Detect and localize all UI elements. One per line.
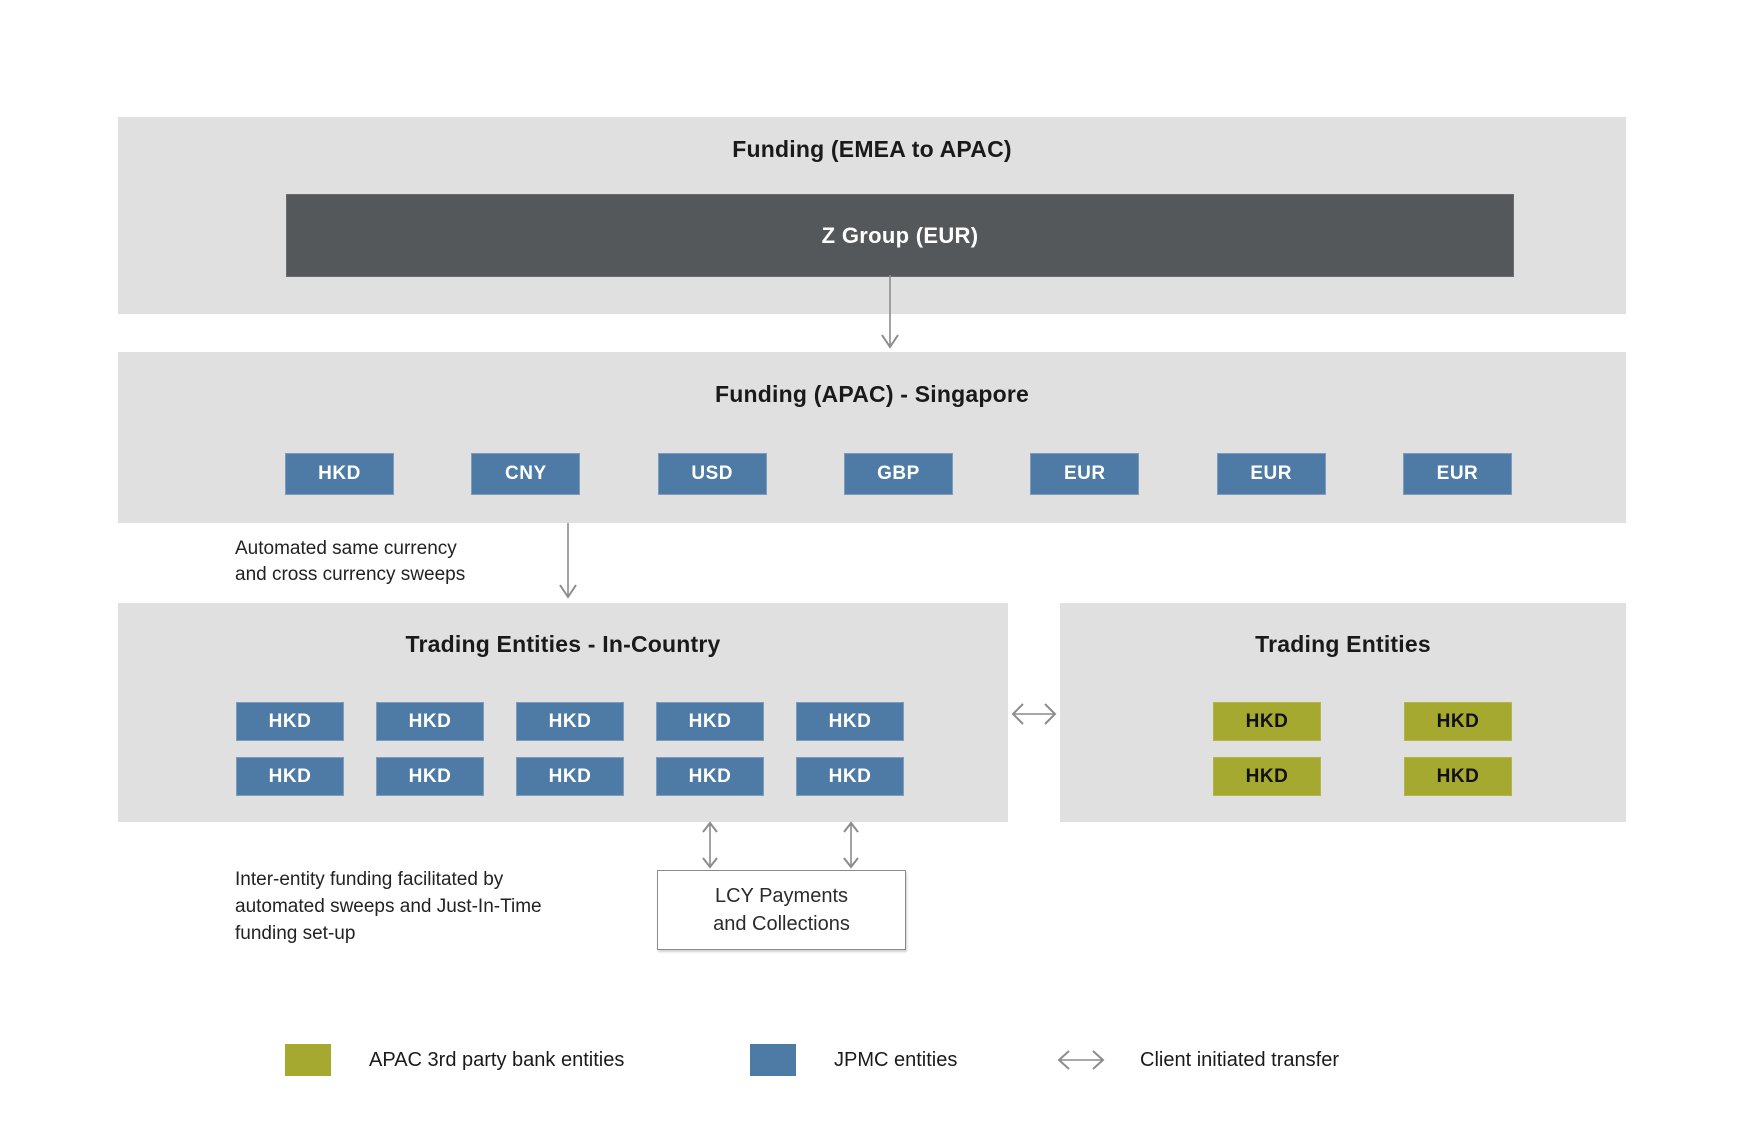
down-arrow-icon	[559, 523, 577, 599]
legend-jpmc-swatch	[750, 1044, 796, 1076]
currency-box-hkd: HKD	[1404, 702, 1512, 741]
lcy-payments-box: LCY Payments and Collections	[657, 870, 906, 950]
in-country-row-2: HKD HKD HKD HKD HKD	[236, 757, 904, 796]
currency-box-hkd: HKD	[516, 702, 624, 741]
panel-trading-entities: Trading Entities HKD HKD HKD HKD	[1060, 603, 1626, 822]
currency-box-hkd: HKD	[376, 757, 484, 796]
currency-box-hkd: HKD	[285, 453, 394, 495]
inter-entity-note-line3: funding set-up	[235, 923, 356, 944]
horizontal-double-arrow-icon	[1011, 703, 1057, 725]
currency-box-hkd: HKD	[796, 702, 904, 741]
z-group-box: Z Group (EUR)	[286, 194, 1514, 277]
vertical-double-arrow-icon	[702, 821, 718, 869]
currency-box-cny: CNY	[471, 453, 581, 495]
legend-jpmc-label: JPMC entities	[834, 1049, 958, 1071]
down-arrow-icon	[881, 275, 899, 349]
inter-entity-note-line1: Inter-entity funding facilitated by	[235, 869, 504, 890]
sweep-note: Automated same currency and cross curren…	[235, 536, 465, 588]
in-country-row-1: HKD HKD HKD HKD HKD	[236, 702, 904, 741]
panel-funding-emea-title: Funding (EMEA to APAC)	[732, 136, 1012, 162]
currency-box-hkd: HKD	[516, 757, 624, 796]
currency-box-hkd: HKD	[796, 757, 904, 796]
legend-double-arrow-icon	[1057, 1050, 1105, 1070]
lcy-line2: and Collections	[713, 913, 850, 935]
currency-box-hkd: HKD	[376, 702, 484, 741]
currency-box-eur: EUR	[1030, 453, 1140, 495]
currency-box-hkd: HKD	[1213, 757, 1321, 796]
currency-box-gbp: GBP	[843, 453, 953, 495]
currency-box-hkd: HKD	[656, 757, 764, 796]
inter-entity-note: Inter-entity funding facilitated by auto…	[235, 866, 542, 947]
currency-box-hkd: HKD	[656, 702, 764, 741]
vertical-double-arrow-icon	[843, 821, 859, 869]
funding-apac-currency-row: HKD CNY USD GBP EUR EUR EUR	[285, 453, 1512, 495]
currency-box-eur: EUR	[1216, 453, 1326, 495]
legend-client-label: Client initiated transfer	[1140, 1049, 1339, 1071]
lcy-line1: LCY Payments	[714, 885, 849, 907]
currency-box-eur: EUR	[1402, 453, 1512, 495]
sweep-note-line1: Automated same currency	[235, 538, 457, 559]
currency-box-hkd: HKD	[236, 702, 344, 741]
currency-box-hkd: HKD	[1404, 757, 1512, 796]
panel-trading-in-country: Trading Entities - In-Country HKD HKD HK…	[118, 603, 1008, 822]
sweep-note-line2: and cross currency sweeps	[235, 564, 466, 585]
panel-funding-apac: Funding (APAC) - Singapore HKD CNY USD G…	[118, 352, 1626, 523]
panel-funding-apac-title: Funding (APAC) - Singapore	[715, 381, 1029, 407]
trading-entities-row-2: HKD HKD	[1213, 757, 1512, 796]
legend-apac-label: APAC 3rd party bank entities	[369, 1049, 625, 1071]
currency-box-hkd: HKD	[1213, 702, 1321, 741]
currency-box-usd: USD	[657, 453, 767, 495]
panel-trading-in-country-title: Trading Entities - In-Country	[405, 631, 721, 657]
inter-entity-note-line2: automated sweeps and Just-In-Time	[235, 896, 542, 917]
panel-trading-entities-title: Trading Entities	[1255, 631, 1431, 657]
currency-box-hkd: HKD	[236, 757, 344, 796]
trading-entities-row-1: HKD HKD	[1213, 702, 1512, 741]
z-group-label: Z Group (EUR)	[821, 222, 979, 248]
legend-apac-swatch	[285, 1044, 331, 1076]
panel-funding-emea: Funding (EMEA to APAC) Z Group (EUR)	[118, 117, 1626, 314]
